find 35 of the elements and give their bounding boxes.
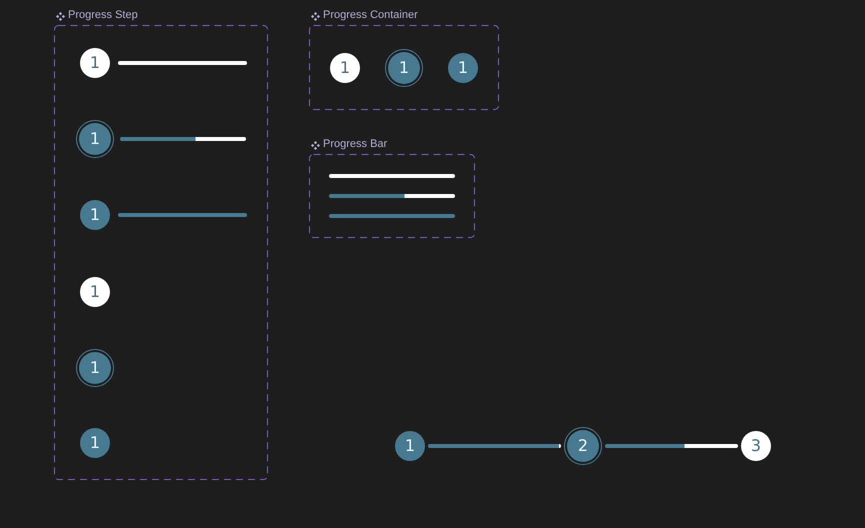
step-circle bbox=[330, 53, 360, 83]
progress-bar bbox=[329, 214, 455, 218]
step-circle bbox=[80, 200, 110, 230]
step-number: 2 bbox=[578, 437, 588, 455]
step-number: 1 bbox=[90, 54, 100, 72]
step-number: 3 bbox=[750, 437, 762, 455]
step-circle bbox=[76, 120, 114, 158]
step-circle bbox=[395, 431, 425, 461]
step-circle bbox=[80, 428, 110, 458]
step-number: 1 bbox=[340, 59, 350, 77]
progress-bar bbox=[118, 213, 247, 217]
progress-bar bbox=[118, 61, 247, 65]
step-number: 1 bbox=[90, 130, 100, 148]
step-circle bbox=[385, 49, 423, 87]
step-circle bbox=[741, 431, 771, 461]
step-number: 1 bbox=[458, 59, 468, 77]
progress-bar bbox=[329, 174, 455, 178]
step-circle bbox=[80, 277, 110, 307]
frame-title: Progress Container bbox=[323, 9, 418, 22]
step-number: 1 bbox=[90, 359, 100, 377]
progress-connector bbox=[428, 444, 561, 448]
step-number: 1 bbox=[404, 437, 416, 455]
step-circle bbox=[564, 427, 602, 465]
progress-bar bbox=[329, 194, 455, 198]
step-number: 1 bbox=[90, 283, 100, 301]
progress-connector bbox=[605, 444, 738, 448]
step-circle bbox=[448, 53, 478, 83]
frame-title: Progress Step bbox=[68, 9, 138, 22]
step-number: 1 bbox=[90, 434, 100, 452]
step-circle bbox=[80, 48, 110, 78]
progress-bar bbox=[120, 137, 246, 141]
frame-title: Progress Bar bbox=[323, 138, 388, 151]
step-number: 1 bbox=[398, 59, 410, 77]
step-circle bbox=[76, 349, 114, 387]
step-number: 1 bbox=[90, 206, 100, 224]
